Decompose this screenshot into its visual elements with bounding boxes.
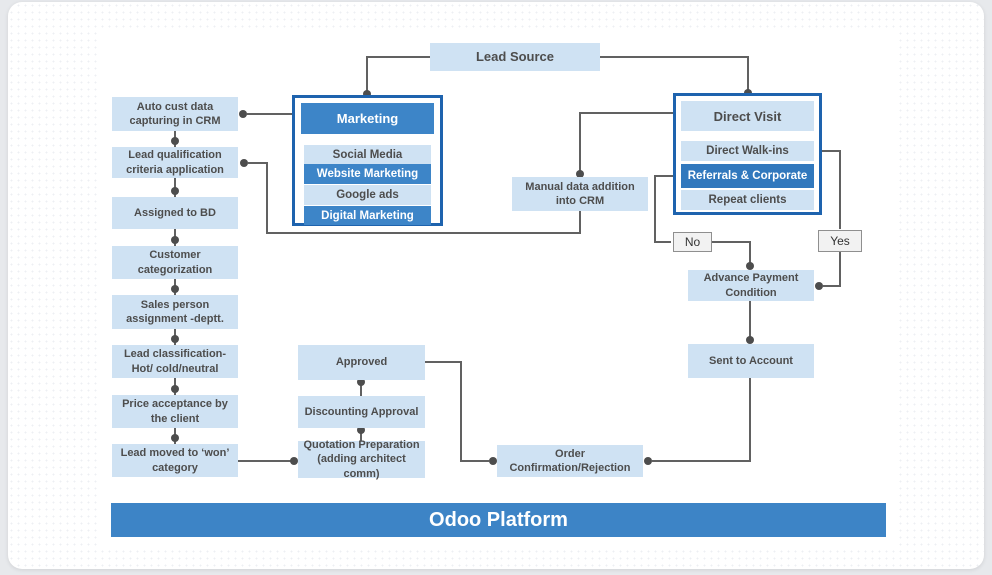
marketing-item-website-marketing: Website Marketing <box>304 164 431 184</box>
node-sales-person-assignment: Sales person assignment -deptt. <box>112 295 238 329</box>
node-manual-data-addition: Manual data addition into CRM <box>512 177 648 211</box>
node-lead-classification: Lead classification- Hot/ cold/neutral <box>112 345 238 378</box>
node-lead-source: Lead Source <box>430 43 600 71</box>
node-quotation-preparation: Quotation Preparation (adding architect … <box>298 439 425 480</box>
direct-visit-header: Direct Visit <box>681 101 814 131</box>
node-approved: Approved <box>298 345 425 380</box>
node-sent-to-account: Sent to Account <box>688 344 814 378</box>
container-direct-visit: Direct Visit Direct Walk-ins Referrals &… <box>673 93 822 215</box>
node-lead-qualification: Lead qualification criteria application <box>112 147 238 178</box>
container-marketing: Marketing Social Media Website Marketing… <box>292 95 443 226</box>
decision-yes: Yes <box>818 230 862 252</box>
odoo-platform-banner: Odoo Platform <box>111 503 886 537</box>
node-order-confirmation: Order Confirmation/Rejection <box>497 445 643 477</box>
node-discounting-approval: Discounting Approval <box>298 396 425 428</box>
node-advance-payment: Advance Payment Condition <box>688 270 814 301</box>
node-auto-cust-data: Auto cust data capturing in CRM <box>112 97 238 131</box>
node-price-acceptance: Price acceptance by the client <box>112 395 238 428</box>
node-lead-moved-won: Lead moved to ‘won’ category <box>112 444 238 477</box>
direct-visit-item-referrals: Referrals & Corporate <box>681 164 814 188</box>
diagram-card <box>8 2 984 569</box>
marketing-item-social-media: Social Media <box>304 145 431 164</box>
node-assigned-to-bd: Assigned to BD <box>112 197 238 229</box>
direct-visit-item-walk-ins: Direct Walk-ins <box>681 141 814 161</box>
direct-visit-item-repeat-clients: Repeat clients <box>681 190 814 210</box>
marketing-header: Marketing <box>301 103 434 134</box>
decision-no: No <box>673 232 712 252</box>
marketing-item-google-ads: Google ads <box>304 185 431 205</box>
marketing-item-digital-marketing: Digital Marketing <box>304 206 431 225</box>
node-customer-categorization: Customer categorization <box>112 246 238 279</box>
